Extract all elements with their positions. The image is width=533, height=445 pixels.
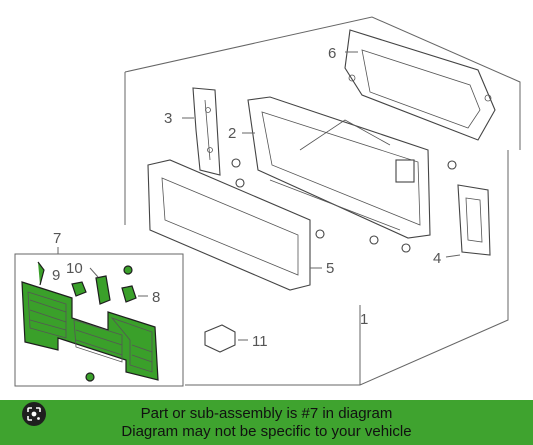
callout-9: 9: [52, 267, 60, 284]
callout-5: 5: [326, 260, 334, 277]
parts-diagram: 1 2 3 4 5 6 7 8 9 10 11: [14, 16, 521, 387]
callout-1: 1: [360, 311, 368, 328]
part-2-center-support: [242, 96, 431, 239]
part-7-group-box: [14, 247, 184, 387]
callout-8: 8: [152, 289, 160, 306]
callout-7: 7: [53, 230, 61, 247]
part-9-clip: [71, 281, 87, 297]
banner-line-2: Diagram may not be specific to your vehi…: [121, 422, 412, 440]
callout-10: 10: [66, 260, 83, 277]
assembly-outline: [124, 16, 521, 386]
callout-6: 6: [328, 45, 336, 62]
part-4-right-bracket: [445, 184, 491, 258]
banner-line-1: Part or sub-assembly is #7 in diagram: [140, 404, 393, 422]
part-5-front-frame: [147, 159, 322, 291]
callout-2: 2: [228, 125, 236, 142]
callout-4: 4: [433, 250, 441, 267]
part-6-upper-panel: [344, 29, 496, 141]
fasteners: [231, 158, 457, 253]
callout-11: 11: [252, 333, 268, 350]
part-7-shutter-assembly: [21, 261, 159, 382]
lens-glyph: [27, 407, 41, 421]
part-8-bolt: [121, 265, 148, 303]
part-10-actuator: [89, 267, 111, 305]
google-lens-icon[interactable]: [22, 402, 46, 426]
part-11-isolator: [204, 324, 248, 353]
notice-banner: Part or sub-assembly is #7 in diagram Di…: [0, 400, 533, 445]
part-3-left-bracket: [182, 87, 221, 176]
callout-3: 3: [164, 110, 172, 127]
